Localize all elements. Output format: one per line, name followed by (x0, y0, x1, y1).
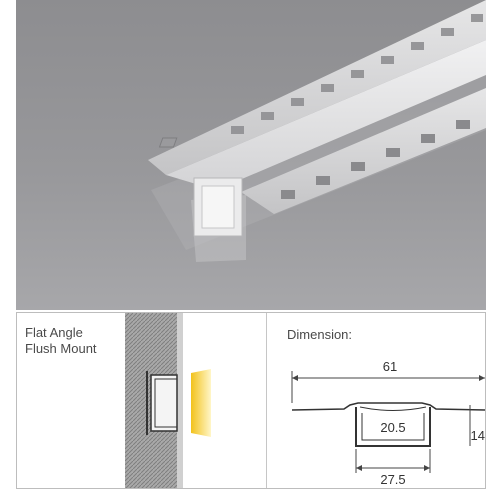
product-photo (16, 0, 486, 310)
aluminum-profile-image (148, 0, 486, 262)
profile-cross-section (150, 374, 178, 432)
info-panel: Flat Angle Flush Mount Dimension: 61 (16, 312, 486, 489)
base-width-label: 27.5 (380, 472, 405, 487)
inner-width-label: 20.5 (380, 420, 405, 435)
height-label: 14 (471, 428, 485, 443)
mount-type-label: Flat Angle Flush Mount (25, 325, 97, 357)
mount-type-line2: Flush Mount (25, 341, 97, 356)
wall-section-diagram (125, 313, 211, 488)
dimension-title: Dimension: (287, 327, 353, 342)
profile-outline (291, 402, 486, 411)
overall-width-label: 61 (383, 359, 397, 374)
led-light-glow (191, 369, 211, 437)
dimension-drawing: 61 20.5 14 27.5 (291, 359, 486, 487)
divider (266, 313, 267, 488)
mount-type-line1: Flat Angle (25, 325, 83, 340)
